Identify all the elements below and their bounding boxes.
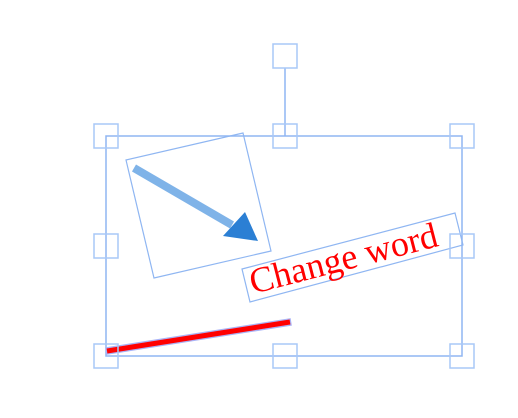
resize-handle-middle-left-icon[interactable] [93, 233, 119, 259]
group-selection-box[interactable] [105, 135, 463, 357]
arrow-head[interactable] [223, 212, 258, 241]
line-shape-outline[interactable] [105, 318, 292, 355]
red-line-shape[interactable] [106, 319, 291, 354]
arrow-shape-group[interactable] [125, 132, 272, 279]
resize-handle-bottom-right-icon[interactable] [449, 343, 475, 369]
rotate-handle-icon[interactable] [272, 43, 298, 69]
arrow-shape-bounding-box[interactable] [125, 132, 272, 279]
text-box-label[interactable]: Change word [245, 215, 442, 302]
resize-handle-middle-right-icon[interactable] [449, 233, 475, 259]
resize-handle-bottom-left-icon[interactable] [93, 343, 119, 369]
line-shape-group[interactable] [105, 318, 292, 355]
arrow-shaft[interactable] [131, 164, 235, 229]
resize-handle-top-right-icon[interactable] [449, 123, 475, 149]
text-box-outline[interactable] [241, 212, 464, 303]
text-box-group[interactable]: Change word [241, 212, 464, 303]
resize-handle-bottom-center-icon[interactable] [272, 343, 298, 369]
resize-handle-top-center-icon[interactable] [272, 123, 298, 149]
resize-handle-top-left-icon[interactable] [93, 123, 119, 149]
